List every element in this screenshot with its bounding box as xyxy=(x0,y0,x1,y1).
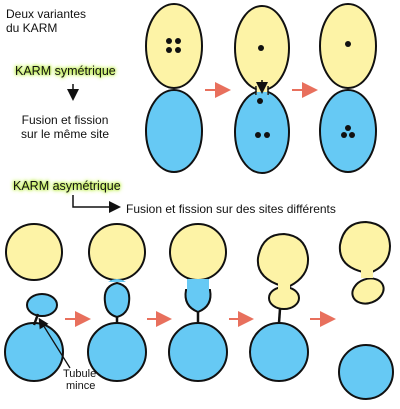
sym-blue-nuclei-3 xyxy=(341,125,355,138)
symmetric-label: KARM symétrique xyxy=(12,63,119,80)
sym-blue-cell-1 xyxy=(145,89,203,173)
asym-yellow-1 xyxy=(5,223,63,281)
symmetric-desc-line-2: sur le même site xyxy=(21,127,110,141)
asym-bud-3 xyxy=(184,289,212,314)
sym-migrating-nucleus xyxy=(256,80,268,104)
sym-yellow-cell-1 xyxy=(145,3,203,89)
asymmetric-description: Fusion et fission sur des sites différen… xyxy=(126,202,336,216)
symmetric-desc-line-1: Fusion et fission xyxy=(21,113,109,127)
asym-bud-4 xyxy=(268,286,300,310)
asym-bud-2 xyxy=(103,281,131,319)
tubule-label-line-2: mince xyxy=(66,380,96,392)
asym-angle-arrow xyxy=(72,195,121,213)
asym-blue-2 xyxy=(87,322,147,382)
asym-yellow-2 xyxy=(88,223,146,281)
tubule-label-line-1: Tubule xyxy=(63,368,97,380)
sym-yellow-nucleus-2 xyxy=(258,45,264,51)
title-line-2: du KARM xyxy=(6,21,58,35)
tubule-pointer xyxy=(38,317,71,369)
asym-yellow-5 xyxy=(338,220,392,273)
asym-blue-3 xyxy=(168,322,228,382)
tubule-label: Tubule mince xyxy=(63,368,96,392)
asym-blue-4 xyxy=(249,322,309,382)
asym-bud-5 xyxy=(351,277,385,305)
sym-blue-nuclei-2 xyxy=(255,132,270,138)
asym-thin-tubule xyxy=(32,313,40,326)
asym-yellow-4 xyxy=(256,232,310,287)
title-line-1: Deux variantes xyxy=(6,7,87,21)
asym-bud-1 xyxy=(26,293,58,317)
sym-yellow-nuclei-1 xyxy=(166,38,181,53)
sym-blue-cell-2 xyxy=(234,90,290,174)
symmetric-label-text: KARM symétrique xyxy=(15,64,116,78)
sym-yellow-nucleus-3 xyxy=(345,41,351,47)
asym-blue-5 xyxy=(338,344,394,400)
symmetric-description: Fusion et fission sur le même site xyxy=(21,113,109,141)
diagram-title: Deux variantes du KARM xyxy=(6,7,86,35)
asymmetric-label-text: KARM asymétrique xyxy=(13,179,121,193)
asymmetric-label: KARM asymétrique xyxy=(10,178,124,195)
asym-yellow-3 xyxy=(169,223,227,281)
asym-blue-1 xyxy=(4,322,64,382)
